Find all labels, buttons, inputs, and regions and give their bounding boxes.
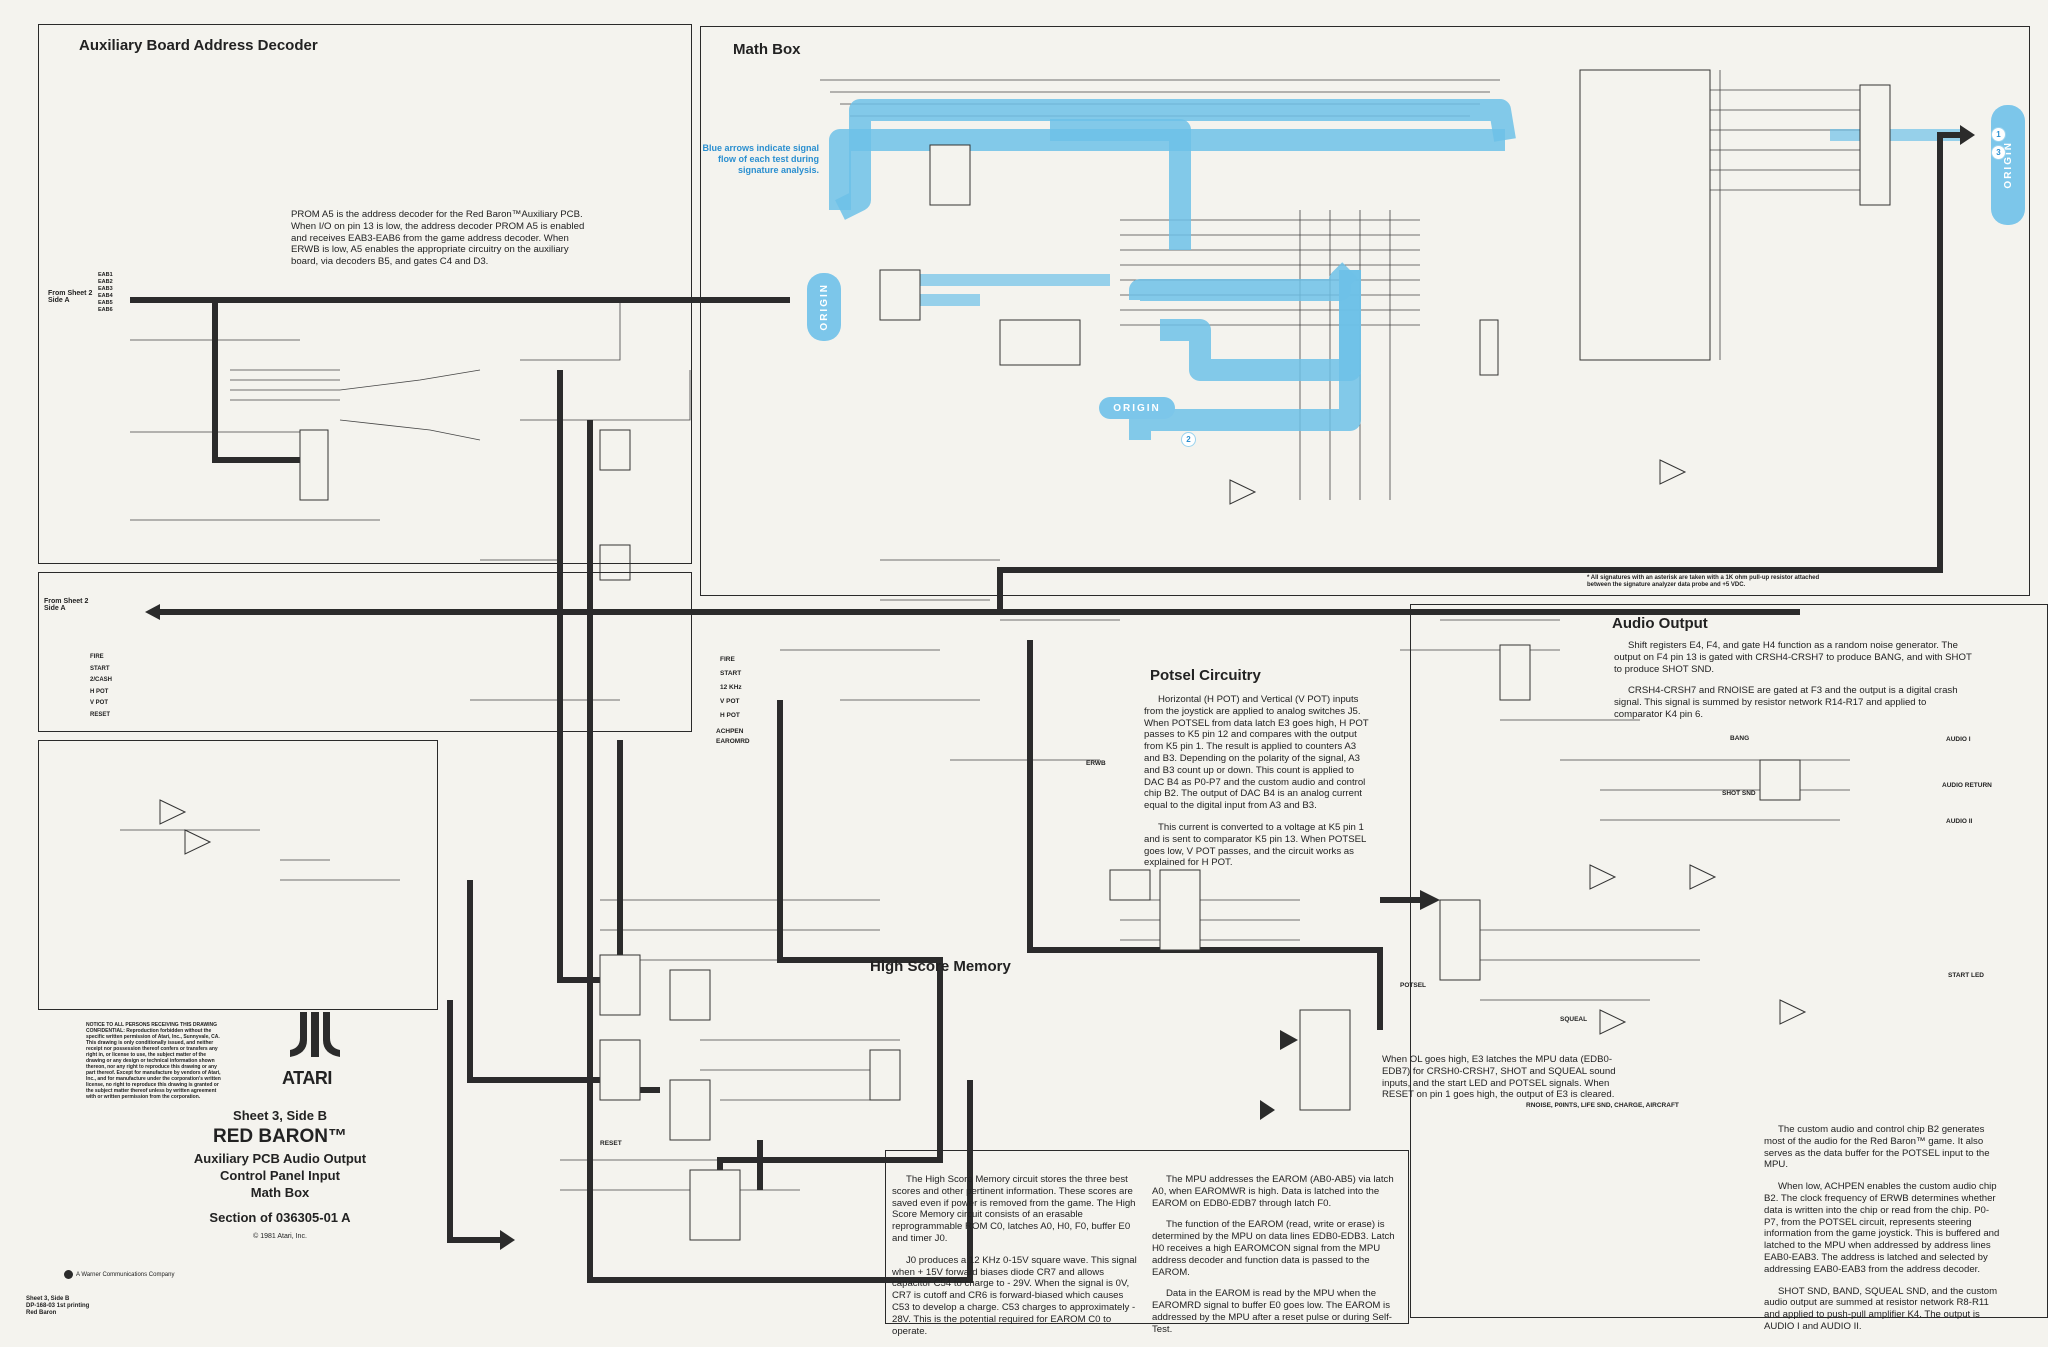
signal-start-led: START LED xyxy=(1948,972,1984,979)
audio-output-text: Shift registers E4, F4, and gate H4 func… xyxy=(1614,640,1974,731)
high-score-title: High Score Memory xyxy=(870,958,1011,975)
signal-achpen: ACHPEN xyxy=(716,728,744,735)
eab-input: EAB1 xyxy=(98,272,113,278)
custom-chip-p2: When low, ACHPEN enables the custom audi… xyxy=(1764,1181,2000,1275)
control-input: FIRE xyxy=(90,654,104,660)
custom-chip-p1: The custom audio and control chip B2 gen… xyxy=(1764,1124,1990,1171)
custom-chip-text: The custom audio and control chip B2 gen… xyxy=(1764,1124,2002,1343)
eab-input: EAB6 xyxy=(98,307,113,313)
eab-input: EAB4 xyxy=(98,293,113,299)
signal-erwb: ERWB xyxy=(1086,760,1106,767)
earom-p3: Data in the EAROM is read by the MPU whe… xyxy=(1152,1288,1392,1335)
aux-decoder-text: PROM A5 is the address decoder for the R… xyxy=(291,209,585,268)
eab-input: EAB2 xyxy=(98,279,113,285)
custom-chip-p3: SHOT SND, BAND, SQUEAL SND, and the cust… xyxy=(1764,1285,1998,1332)
test-marker-2: 2 xyxy=(1181,432,1196,447)
sheet-side: Sheet 3, Side B xyxy=(233,1108,327,1123)
aux-decoder-panel: Auxiliary Board Address Decoder PROM A5 … xyxy=(38,24,692,564)
sheet-info: Sheet 3, Side B RED BARON™ Auxiliary PCB… xyxy=(150,1108,410,1240)
signal-12khz: 12 KHz xyxy=(720,684,742,691)
signal-hpot: H POT xyxy=(720,712,740,719)
earom-p1: The MPU addresses the EAROM (AB0-AB5) vi… xyxy=(1152,1174,1394,1209)
potsel-p1: Horizontal (H POT) and Vertical (V POT) … xyxy=(1144,694,1369,812)
potsel-p2: This current is converted to a voltage a… xyxy=(1144,821,1367,869)
warner-text: A Warner Communications Company xyxy=(76,1272,175,1278)
control-input: V POT xyxy=(90,700,109,706)
origin-bubble-left: ORIGIN xyxy=(807,273,841,341)
footer-line3: Red Baron xyxy=(26,1310,57,1316)
sheet-section: Section of 036305-01 A xyxy=(209,1210,351,1225)
aux-decoder-title: Auxiliary Board Address Decoder xyxy=(79,37,318,54)
eab-input-list: EAB1 EAB2 EAB3 EAB4 EAB5 EAB6 xyxy=(98,272,113,314)
earom-text: The MPU addresses the EAROM (AB0-AB5) vi… xyxy=(1152,1174,1397,1346)
control-input: H POT xyxy=(90,688,109,695)
audio-output-p1: Shift registers E4, F4, and gate H4 func… xyxy=(1614,640,1972,675)
from-sheet-panel xyxy=(38,572,692,732)
origin-bubble-right: ORIGIN xyxy=(1991,105,2025,225)
eab-input: EAB3 xyxy=(98,286,113,292)
sheet-sub1: Auxiliary PCB Audio Output xyxy=(193,1151,367,1166)
signal-shot-snd: SHOT SND xyxy=(1722,790,1756,797)
signal-crash: RNOISE, P0INTS, LIFE SND, CHARGE, AIRCRA… xyxy=(1526,1102,1679,1109)
e3-latch-note: When OL goes high, E3 latches the MPU da… xyxy=(1382,1054,1616,1101)
signal-fire: FIRE xyxy=(720,656,735,663)
legal-notice: NOTICE TO ALL PERSONS RECEIVING THIS DRA… xyxy=(86,1022,221,1100)
control-input: 2/CASH xyxy=(90,677,113,683)
audio-output-title: Audio Output xyxy=(1612,615,1708,632)
blue-arrow-note: Blue arrows indicate signal flow of each… xyxy=(702,143,819,175)
earom-p2: The function of the EAROM (read, write o… xyxy=(1152,1219,1395,1278)
asterisk-note: * All signatures with an asterisk are ta… xyxy=(1587,575,1820,588)
signal-squeal: SQUEAL xyxy=(1560,1016,1588,1023)
math-box-title: Math Box xyxy=(733,41,801,58)
warner-logo-icon xyxy=(64,1270,73,1279)
control-input: START xyxy=(90,665,110,672)
control-input: RESET xyxy=(90,711,111,718)
high-score-panel xyxy=(885,1150,1409,1324)
eab-input: EAB5 xyxy=(98,300,113,306)
footer-info: Sheet 3, Side B DP-168-03 1st printing R… xyxy=(26,1296,89,1317)
high-score-text: The High Score Memory circuit stores the… xyxy=(892,1174,1138,1347)
sheet-game-title: RED BARON™ xyxy=(212,1126,348,1147)
footer-line1: Sheet 3, Side B xyxy=(26,1296,70,1302)
signal-audio2: AUDIO II xyxy=(1946,818,1973,825)
high-score-p2: J0 produces a 12 KHz 0-15V square wave. … xyxy=(892,1254,1137,1337)
power-panel xyxy=(38,740,438,1010)
control-input-list: FIRE START 2/CASH H POT V POT RESET xyxy=(90,652,112,721)
test-marker-1: 1 xyxy=(1991,127,2006,142)
atari-logo-icon xyxy=(290,1012,340,1057)
sheet-copyright: © 1981 Atari, Inc. xyxy=(253,1233,307,1240)
sheet-sub3: Math Box xyxy=(250,1185,310,1200)
potsel-text: Horizontal (H POT) and Vertical (V POT) … xyxy=(1144,694,1372,879)
origin-bubble-center: ORIGIN xyxy=(1099,397,1175,419)
signal-potsel: POTSEL xyxy=(1400,982,1427,989)
signal-reset: RESET xyxy=(600,1140,622,1147)
signal-audio1: AUDIO I xyxy=(1946,736,1971,743)
signal-bang: BANG xyxy=(1730,735,1750,742)
test-marker-3: 3 xyxy=(1991,145,2006,160)
signal-start: START xyxy=(720,670,742,677)
sheet-sub2: Control Panel Input xyxy=(220,1168,340,1183)
signal-vpot: V POT xyxy=(720,698,740,705)
signal-audio-return: AUDIO RETURN xyxy=(1942,782,1992,789)
potsel-title: Potsel Circuitry xyxy=(1150,667,1261,684)
audio-output-p2: CRSH4-CRSH7 and RNOISE are gated at F3 a… xyxy=(1614,685,1958,720)
atari-wordmark: ATARI xyxy=(282,1068,332,1088)
signal-earomrd: EAROMRD xyxy=(716,738,750,745)
high-score-p1: The High Score Memory circuit stores the… xyxy=(892,1174,1136,1244)
math-box-panel: Math Box Blue arrows indicate signal flo… xyxy=(700,26,2030,596)
footer-line2: DP-168-03 1st printing xyxy=(26,1303,90,1309)
